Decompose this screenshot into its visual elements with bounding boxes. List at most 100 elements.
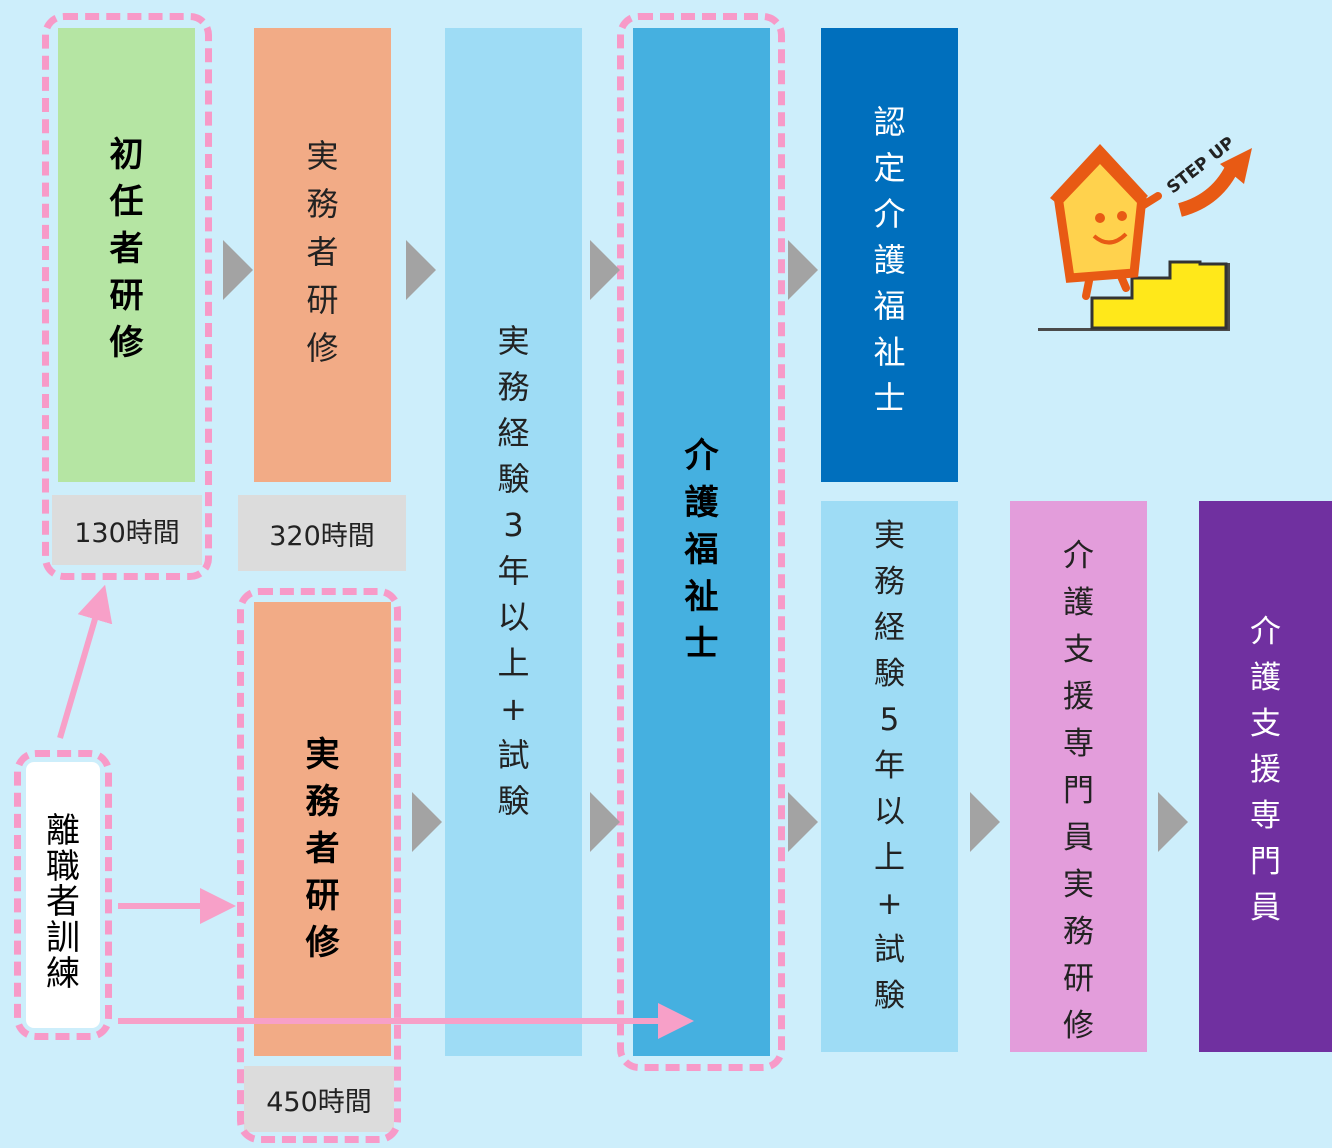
- vertical-char: 験: [874, 656, 905, 692]
- chevron-icon: [590, 792, 620, 852]
- cm-block: 介護支援専門員: [1199, 501, 1332, 1052]
- kaigo-dashed-frame: [617, 13, 785, 1071]
- vertical-char: 離: [46, 811, 80, 851]
- chevron-icon: [412, 792, 442, 852]
- chevron-icon: [788, 792, 818, 852]
- jitsumu-top-block: 実務者研修: [254, 28, 391, 482]
- vertical-char: 年: [497, 552, 530, 590]
- vertical-char: 務: [306, 185, 339, 223]
- vertical-char: 修: [305, 923, 340, 963]
- shoninsha-label: 初任者研修: [58, 138, 195, 373]
- vertical-char: 任: [109, 182, 144, 222]
- vertical-char: 祉: [684, 577, 719, 617]
- vertical-char: 実: [305, 735, 340, 775]
- vertical-char: 修: [1063, 1008, 1094, 1044]
- cm-label: 介護支援専門員: [1199, 617, 1332, 939]
- vertical-char: 務: [497, 368, 530, 406]
- vertical-char: 研: [305, 876, 340, 916]
- vertical-char: 士: [684, 624, 719, 664]
- vertical-char: 介: [684, 436, 719, 476]
- vertical-char: 認: [873, 103, 906, 141]
- arrow-to-shoninsha: [57, 584, 113, 739]
- vertical-char: 以: [497, 598, 530, 636]
- jitsumu-top-hours: 320時間: [238, 495, 406, 571]
- vertical-char: 士: [873, 379, 906, 417]
- vertical-char: 介: [1063, 538, 1094, 574]
- vertical-char: 年: [874, 748, 905, 784]
- vertical-char: 験: [497, 782, 530, 820]
- chevron-icon: [1158, 792, 1188, 852]
- kaigo-label: 介護福祉士: [633, 439, 770, 674]
- chevron-icon: [970, 792, 1000, 852]
- vertical-char: 護: [1250, 660, 1281, 696]
- chevron-icon: [590, 240, 620, 300]
- chevron-icon: [788, 240, 818, 300]
- chevron-icon: [223, 240, 253, 300]
- vertical-char: 修: [306, 329, 339, 367]
- vertical-char: 定: [873, 149, 906, 187]
- vertical-char: 修: [109, 323, 144, 363]
- nintei-block: 認定介護福祉士: [821, 28, 958, 482]
- vertical-char: 門: [1063, 773, 1094, 809]
- vertical-char: 員: [1250, 890, 1281, 926]
- vertical-char: 祉: [873, 333, 906, 371]
- vertical-char: 実: [306, 137, 339, 175]
- vertical-char: 訓: [46, 918, 80, 959]
- vertical-char: 福: [873, 287, 906, 325]
- vertical-char: 福: [684, 530, 719, 570]
- vertical-char: 護: [684, 483, 719, 523]
- vertical-char: 専: [1063, 726, 1094, 762]
- vertical-char: 門: [1250, 844, 1281, 880]
- rishoku-label: 離職者訓練: [26, 811, 100, 994]
- rishoku-block: 離職者訓練: [26, 762, 100, 1028]
- rishoku-dashed-frame: [14, 750, 112, 1040]
- shoninsha-hours: 130時間: [52, 495, 202, 565]
- vertical-char: 者: [109, 229, 144, 269]
- vertical-char: 護: [873, 241, 906, 279]
- vertical-char: 護: [1063, 585, 1094, 621]
- vertical-char: +: [500, 690, 527, 728]
- vertical-char: 専: [1250, 798, 1281, 834]
- vertical-char: 援: [1250, 752, 1281, 788]
- vertical-char: 初: [109, 135, 144, 175]
- vertical-char: +: [876, 886, 903, 922]
- vertical-char: 練: [46, 953, 80, 994]
- vertical-char: 験: [874, 978, 905, 1014]
- vertical-char: 上: [497, 644, 530, 682]
- vertical-char: 者: [306, 233, 339, 271]
- vertical-char: 職: [46, 846, 80, 887]
- vertical-char: 以: [874, 794, 905, 830]
- vertical-char: 研: [1063, 961, 1094, 997]
- vertical-char: 支: [1063, 632, 1094, 668]
- vertical-char: 研: [306, 281, 339, 319]
- vertical-char: 介: [1250, 614, 1281, 650]
- step-up-illustration-icon: STEP UP: [1038, 133, 1252, 331]
- jitsumu-top-label: 実務者研修: [254, 140, 391, 380]
- vertical-char: 者: [305, 829, 340, 869]
- vertical-char: 実: [874, 518, 905, 554]
- vertical-char: 員: [1063, 820, 1094, 856]
- vertical-char: 上: [874, 840, 905, 876]
- vertical-char: 試: [874, 932, 905, 968]
- vertical-char: 援: [1063, 679, 1094, 715]
- vertical-char: 研: [109, 276, 144, 316]
- shoninsha-block: 初任者研修: [58, 28, 195, 482]
- vertical-char: 3: [503, 506, 524, 544]
- jitsumu-bottom-block: 実務者研修: [254, 602, 391, 1056]
- vertical-char: 介: [873, 195, 906, 233]
- vertical-char: 試: [497, 736, 530, 774]
- jitsumu-bottom-hours: 450時間: [244, 1066, 394, 1132]
- vertical-char: 支: [1250, 706, 1281, 742]
- cm-training-block: 介護支援専門員実務研修: [1010, 501, 1147, 1052]
- kaigo-block: 介護福祉士: [633, 28, 770, 1056]
- vertical-char: 務: [874, 564, 905, 600]
- vertical-char: 験: [497, 460, 530, 498]
- vertical-char: 務: [305, 782, 340, 822]
- chevron-icon: [406, 240, 436, 300]
- vertical-char: 経: [497, 414, 530, 452]
- jitsumu-bottom-dashed-frame: [237, 588, 401, 1143]
